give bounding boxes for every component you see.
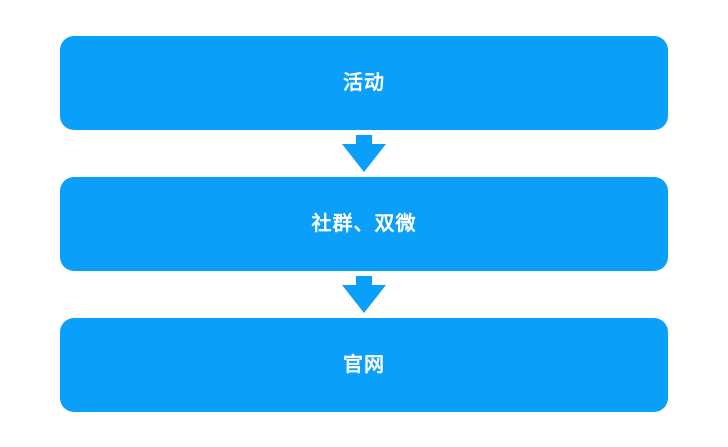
arrow-down-icon	[342, 135, 386, 172]
connector-2	[342, 271, 386, 318]
flow-node-label: 活动	[343, 72, 385, 94]
flow-node-label: 官网	[343, 354, 385, 376]
connector-1	[342, 130, 386, 177]
flow-node-activity: 活动	[60, 36, 668, 130]
flow-node-label: 社群、双微	[311, 213, 417, 235]
flow-node-social: 社群、双微	[60, 177, 668, 271]
flow-node-website: 官网	[60, 318, 668, 412]
arrow-down-icon	[342, 276, 386, 313]
